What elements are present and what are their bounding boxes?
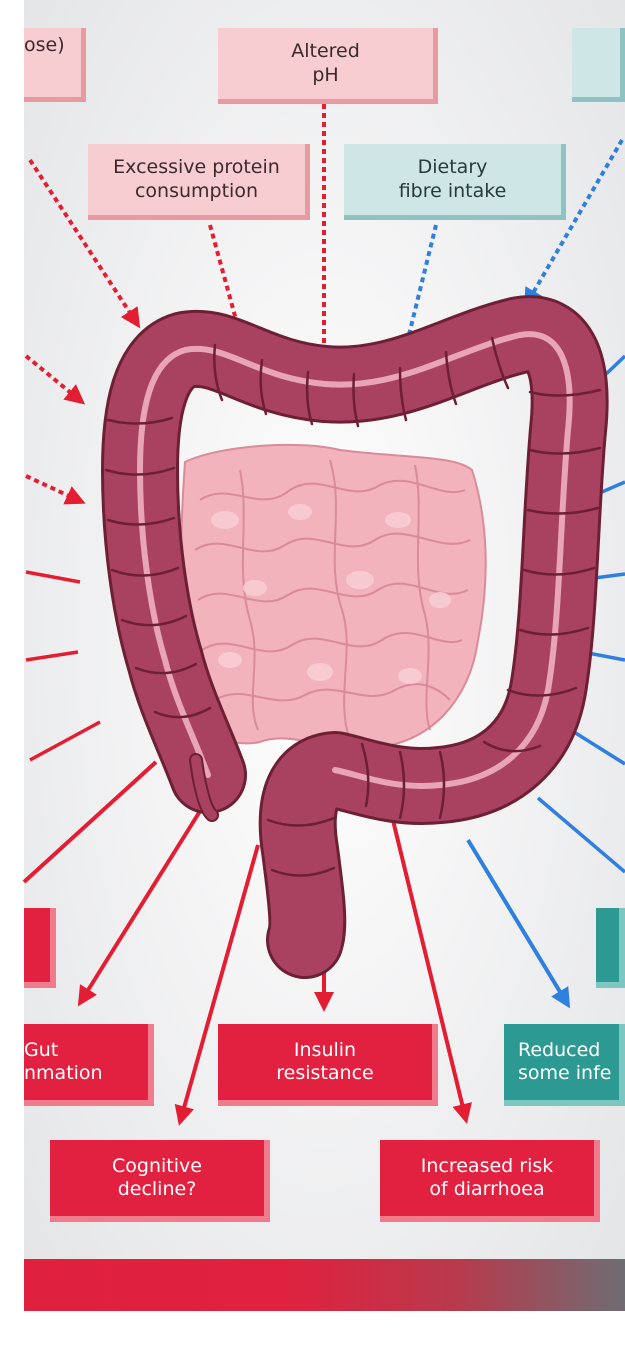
box-top-left-text: ose) <box>24 34 65 57</box>
box-reduced-infection: Reduced some infe <box>504 1024 625 1106</box>
box-right-teal-partial <box>596 908 625 988</box>
gradient-legend-bar <box>24 1259 625 1311</box>
box-altered-ph: Altered pH <box>218 28 438 104</box>
box-diarrhoea-text: Increased risk of diarrhoea <box>421 1155 554 1201</box>
box-gut-inflammation: Gut nmation <box>24 1024 154 1106</box>
box-cognitive-decline: Cognitive decline? <box>50 1140 270 1222</box>
arrow-gut <box>80 808 202 1003</box>
arrow-left-low <box>26 476 82 502</box>
box-excessive-protein: Excessive protein consumption <box>88 144 310 220</box>
box-diarrhoea: Increased risk of diarrhoea <box>380 1140 600 1222</box>
box-dietary-fibre-text: Dietary fibre intake <box>399 156 507 202</box>
box-cognitive-decline-text: Cognitive decline? <box>112 1155 202 1201</box>
intestines-icon <box>106 334 600 940</box>
box-insulin-resistance: Insulin resistance <box>218 1024 438 1106</box>
box-dietary-fibre: Dietary fibre intake <box>344 144 566 220</box>
box-left-red-partial <box>24 908 56 988</box>
arrow-left-red-box <box>24 762 156 882</box>
box-gut-inflammation-text: Gut nmation <box>24 1039 103 1085</box>
arrow-reduced <box>468 840 568 1005</box>
box-excessive-protein-text: Excessive protein consumption <box>113 156 280 202</box>
box-reduced-infection-text: Reduced some infe <box>518 1039 611 1085</box>
box-insulin-resistance-text: Insulin resistance <box>276 1039 373 1085</box>
box-top-right-teal-partial <box>572 28 625 102</box>
arrow-left-mid <box>26 356 82 402</box>
box-top-left-partial: ose) <box>24 28 86 102</box>
box-altered-ph-text: Altered pH <box>291 40 360 86</box>
